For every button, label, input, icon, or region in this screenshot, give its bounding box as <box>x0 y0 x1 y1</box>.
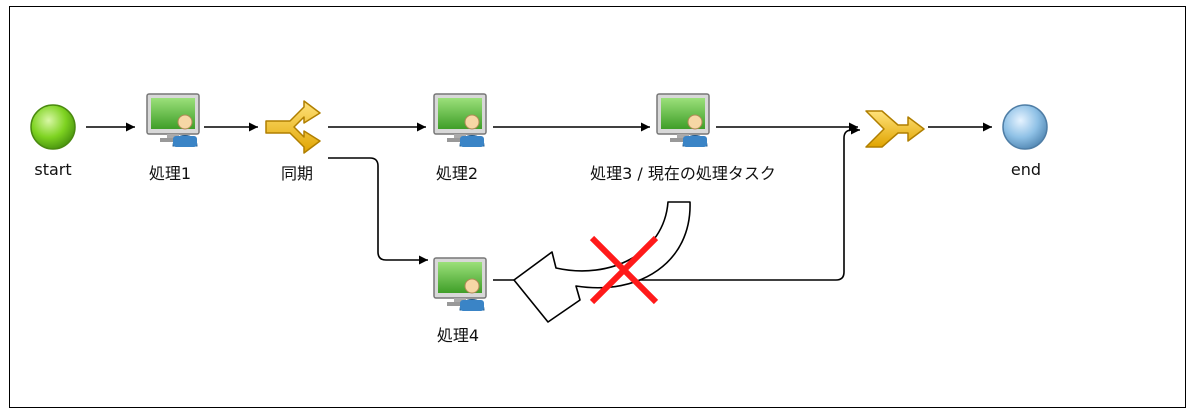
diagram-frame <box>9 6 1186 408</box>
return-arrow-icon <box>513 201 691 323</box>
start-event-icon <box>30 104 76 150</box>
node-start[interactable] <box>30 104 76 150</box>
node-task1[interactable] <box>146 93 200 148</box>
label-task2: 処理2 <box>435 164 479 183</box>
split-gateway-icon <box>265 100 321 154</box>
blocked-x-icon <box>589 235 659 305</box>
label-start: start <box>34 160 72 179</box>
label-task1: 処理1 <box>148 164 192 183</box>
user-task-icon <box>656 93 710 148</box>
edge-sync-task4 <box>328 157 428 265</box>
label-task4: 処理4 <box>436 326 480 345</box>
user-task-icon <box>433 257 487 312</box>
user-task-icon <box>146 93 200 148</box>
user-task-icon <box>433 93 487 148</box>
node-task3[interactable] <box>656 93 710 148</box>
label-end: end <box>1010 160 1042 179</box>
join-gateway-icon <box>865 110 925 148</box>
node-sync[interactable] <box>265 100 321 154</box>
node-end[interactable] <box>1002 104 1048 150</box>
label-sync: 同期 <box>280 164 314 183</box>
edge-task4-join <box>493 125 860 281</box>
node-task4[interactable] <box>433 257 487 312</box>
node-join[interactable] <box>865 110 925 148</box>
end-event-icon <box>1002 104 1048 150</box>
label-task3: 処理3 / 現在の処理タスク <box>590 164 776 183</box>
connectors <box>86 122 992 281</box>
node-task2[interactable] <box>433 93 487 148</box>
